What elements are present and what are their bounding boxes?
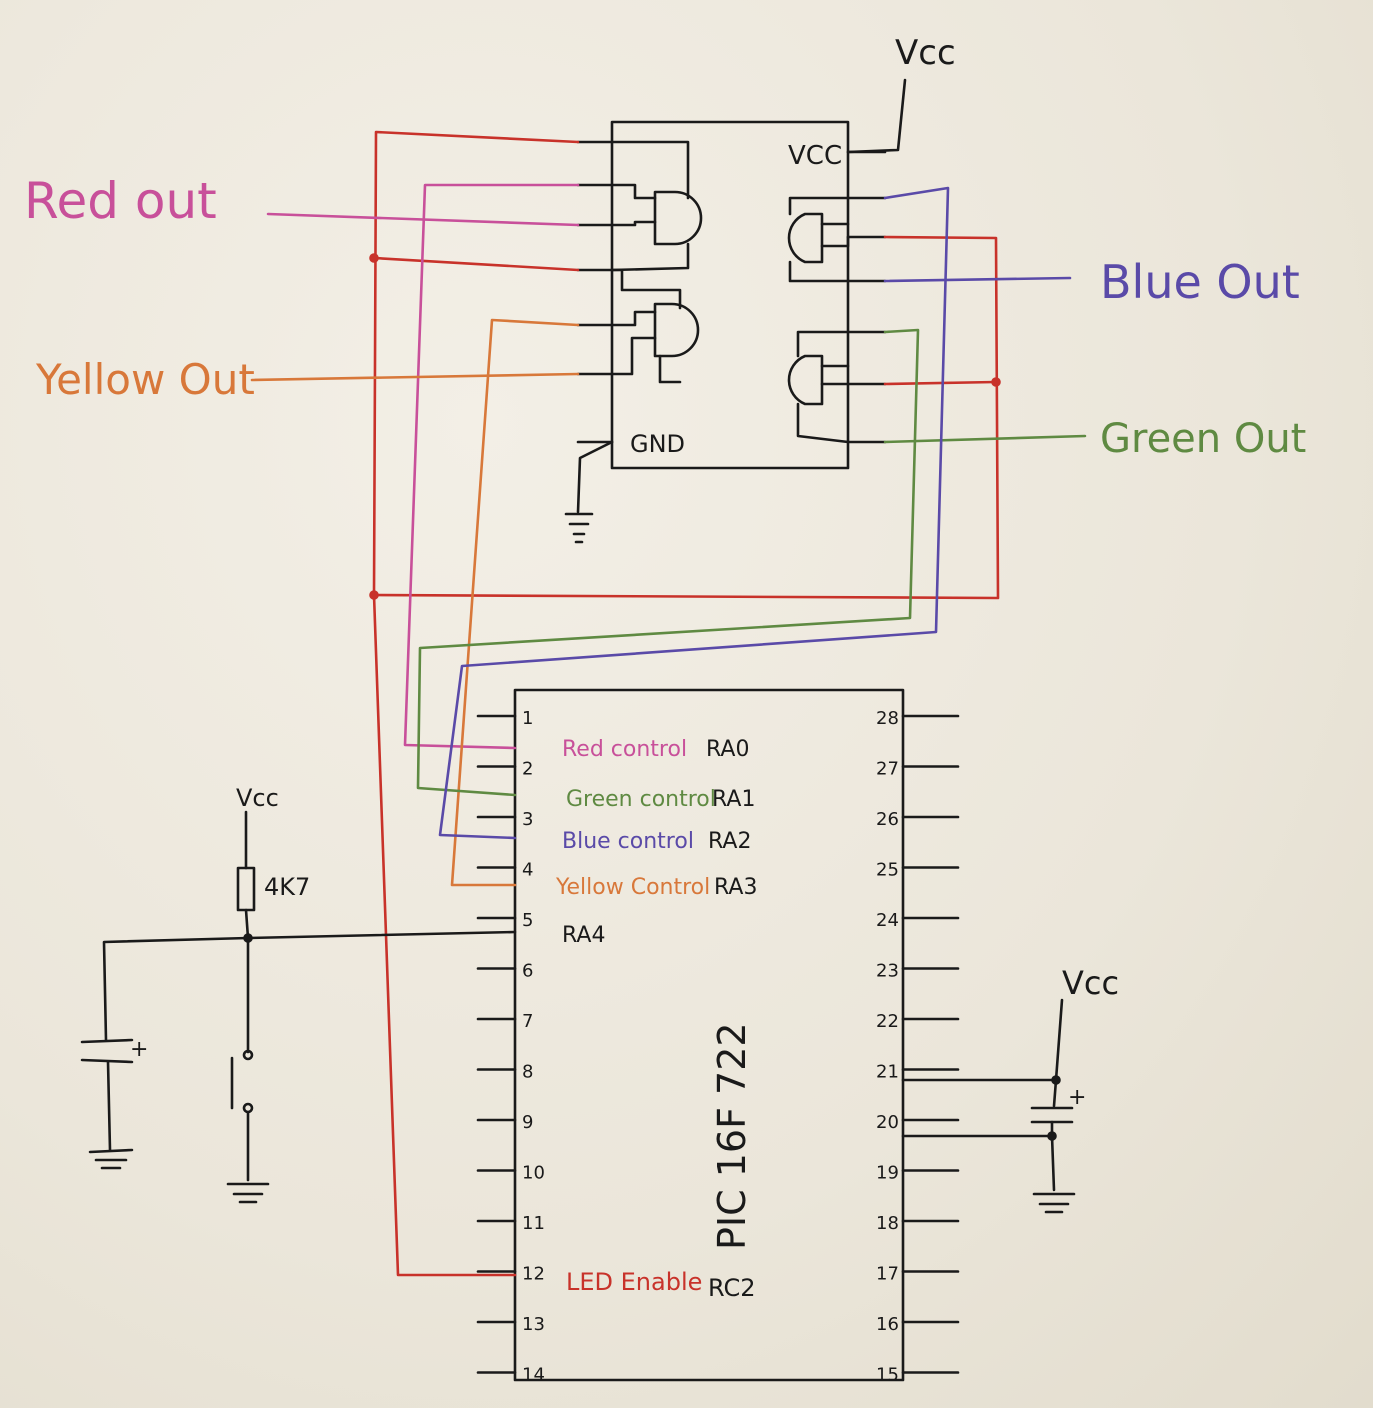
mcu-pin-number-24: 24 (876, 910, 899, 931)
mcu-pin-number-5: 5 (522, 910, 533, 931)
mcu-pin-number-3: 3 (522, 809, 533, 830)
green-control-label: Green control (566, 787, 716, 812)
gate-vcc-wire (846, 78, 907, 154)
gate-ground-symbol (564, 440, 614, 544)
and-gate-1 (610, 140, 703, 272)
mcu-pin-number-1: 1 (522, 708, 533, 729)
vcc-top-label: Vcc (895, 33, 956, 73)
mcu-right-pin-lines (901, 714, 960, 1374)
green-control-wire (416, 328, 1087, 797)
mcu-pin-number-6: 6 (522, 961, 533, 982)
led-enable-wire (369, 130, 1001, 1277)
and-gate-3 (787, 196, 850, 283)
mcu-pin-number-14: 14 (522, 1365, 545, 1386)
mcu-pin-number-16: 16 (876, 1314, 899, 1335)
mcu-pin-number-17: 17 (876, 1264, 899, 1285)
green-out-label: Green Out (1100, 416, 1306, 462)
yellow-control-wire (250, 318, 580, 887)
mcu-pin-number-9: 9 (522, 1112, 533, 1133)
mcu-pin-number-8: 8 (522, 1062, 533, 1083)
mcu-left-pin-lines (476, 714, 517, 1374)
gate-chip-body (610, 120, 850, 470)
mcu-pin-number-2: 2 (522, 759, 533, 780)
red-out-label: Red out (24, 172, 217, 230)
mcu-pin-number-20: 20 (876, 1112, 899, 1133)
blue-out-label: Blue Out (1100, 255, 1300, 309)
mcu-pin-number-18: 18 (876, 1213, 899, 1234)
yellow-control-label: Yellow Control (555, 875, 710, 900)
led-enable-label: LED Enable (566, 1268, 702, 1296)
mcu-body (513, 688, 905, 1382)
mcu-pin-number-11: 11 (522, 1213, 545, 1234)
vcc-left-label: Vcc (236, 784, 279, 812)
mcu-pin-number-22: 22 (876, 1011, 899, 1032)
mcu-pin-number-12: 12 (522, 1264, 545, 1285)
mcu-pin-number-10: 10 (522, 1163, 545, 1184)
mcu-pin-number-19: 19 (876, 1163, 899, 1184)
mcu-pin-number-23: 23 (876, 961, 899, 982)
gate-chip (564, 78, 907, 544)
blue-control-label: Blue control (562, 829, 694, 854)
and-gate-2 (610, 268, 700, 384)
and-gate-4 (787, 330, 850, 444)
ra3-label: RA3 (714, 875, 757, 900)
ra4-input-circuit (80, 810, 517, 1204)
mcu-pin-number-21: 21 (876, 1062, 899, 1083)
mcu-pin-number-4: 4 (522, 860, 533, 881)
mcu-right-pin-numbers: 28 27 26 25 24 23 22 21 20 19 18 17 16 15 (876, 708, 899, 1386)
cap-plus-right: + (1068, 1085, 1086, 1110)
resistor-value: 4K7 (264, 873, 310, 901)
mcu-pin-number-15: 15 (876, 1365, 899, 1386)
mcu-chip (476, 688, 960, 1382)
mcu-pin-number-25: 25 (876, 860, 899, 881)
gate-gnd-pin-label: GND (630, 430, 685, 458)
ra1-label: RA1 (712, 787, 755, 812)
mcu-pin-number-13: 13 (522, 1314, 545, 1335)
mcu-pin-number-26: 26 (876, 809, 899, 830)
gate-chip-right-pins (846, 150, 887, 444)
ra2-label: RA2 (708, 829, 751, 854)
mcu-pin-number-7: 7 (522, 1011, 533, 1032)
decoupling-circuit (901, 998, 1076, 1214)
red-control-wire (266, 183, 580, 750)
gate-chip-left-pins (576, 140, 614, 444)
rc2-label: RC2 (708, 1274, 756, 1302)
mcu-pin-number-27: 27 (876, 759, 899, 780)
gate-vcc-pin-label: VCC (788, 141, 842, 171)
red-control-label: Red control (562, 737, 687, 762)
yellow-out-label: Yellow Out (35, 355, 255, 404)
mcu-pin-number-28: 28 (876, 708, 899, 729)
ra0-label: RA0 (706, 737, 749, 762)
blue-control-wire (438, 186, 1072, 840)
vcc-right-label: Vcc (1062, 964, 1119, 1002)
cap-plus-left: + (130, 1037, 148, 1062)
mcu-part-number: PIC 16F 722 (710, 1022, 754, 1250)
ra4-label: RA4 (562, 923, 605, 948)
